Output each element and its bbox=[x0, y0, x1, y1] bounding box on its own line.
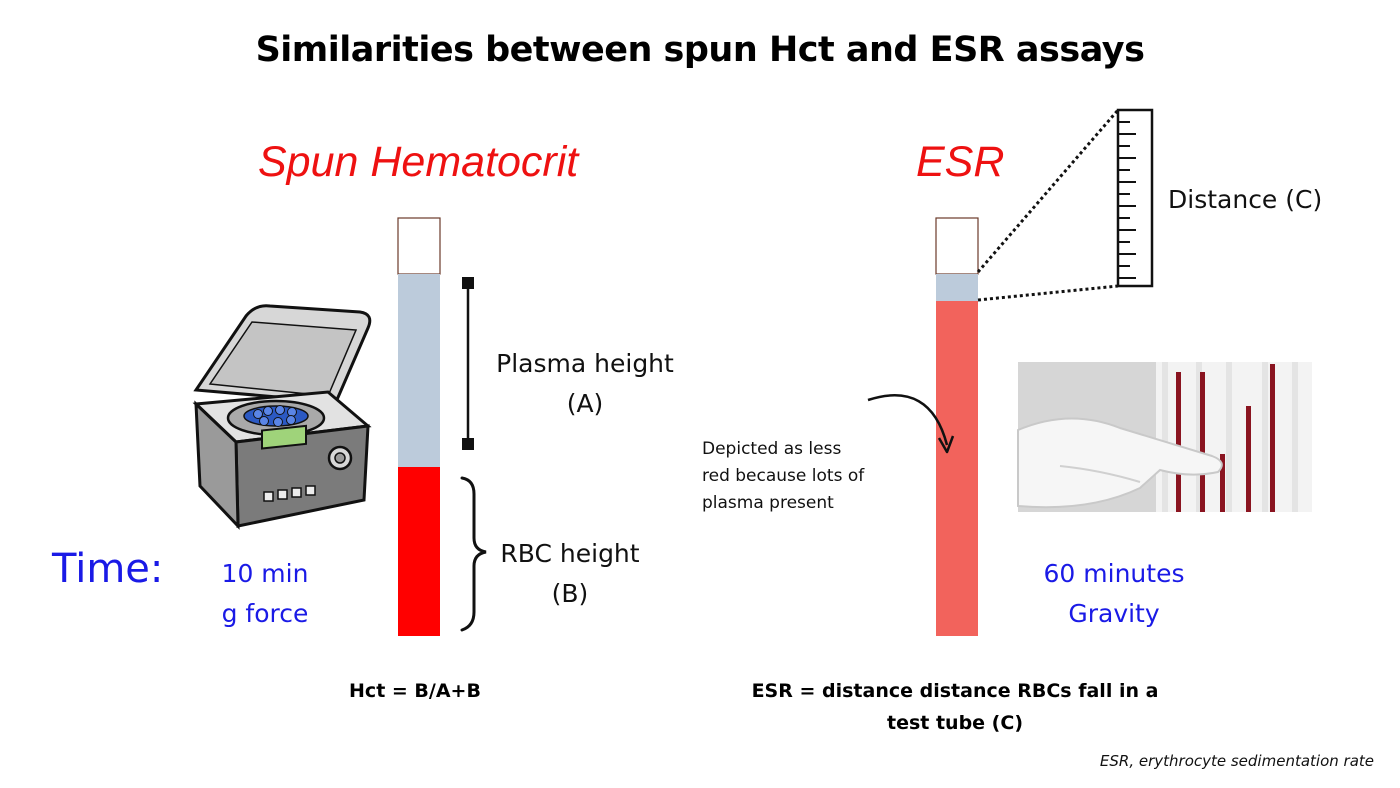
esr-note-line-2: red because lots of bbox=[702, 466, 865, 486]
time-label: Time: bbox=[52, 546, 164, 592]
rbc-height-brace bbox=[460, 476, 487, 632]
hct-heading: Spun Hematocrit bbox=[258, 138, 579, 186]
hct-tube-empty bbox=[397, 217, 441, 275]
hct-time-line-2: g force bbox=[221, 599, 309, 628]
ruler-icon bbox=[1116, 108, 1154, 288]
esr-rbc-column bbox=[936, 301, 978, 636]
plasma-label-line-1: Plasma height bbox=[496, 349, 674, 378]
plasma-label-line-2: (A) bbox=[566, 389, 604, 418]
esr-formula-line-2: test tube (C) bbox=[887, 712, 1023, 734]
zoom-line-bottom bbox=[977, 284, 1119, 302]
esr-time-line-2: Gravity bbox=[1068, 599, 1160, 628]
esr-plasma-column bbox=[936, 274, 978, 301]
esr-note-line-3: plasma present bbox=[702, 493, 834, 513]
hct-formula: Hct = B/A+B bbox=[349, 680, 481, 702]
esr-formula-line-1: ESR = distance distance RBCs fall in a bbox=[751, 680, 1159, 702]
distance-label: Distance (C) bbox=[1168, 185, 1323, 214]
hct-rbc-column bbox=[398, 467, 440, 636]
page-title: Similarities between spun Hct and ESR as… bbox=[255, 30, 1145, 70]
esr-heading: ESR bbox=[916, 138, 1005, 186]
hct-plasma-column bbox=[398, 274, 440, 467]
esr-tube bbox=[935, 217, 979, 636]
centrifuge-icon bbox=[192, 304, 372, 530]
footnote: ESR, erythrocyte sedimentation rate bbox=[1099, 752, 1374, 770]
esr-tube-empty bbox=[935, 217, 979, 275]
hct-time-line-1: 10 min bbox=[221, 559, 309, 588]
hct-tube bbox=[397, 217, 441, 636]
zoom-line-top bbox=[976, 109, 1120, 273]
rbc-label-line-1: RBC height bbox=[500, 539, 640, 568]
esr-time-line-1: 60 minutes bbox=[1043, 559, 1185, 588]
esr-tubes-photo bbox=[1017, 362, 1312, 512]
plasma-height-marker bbox=[462, 277, 474, 450]
note-arrow-icon bbox=[867, 394, 955, 454]
rbc-label-line-2: (B) bbox=[551, 579, 589, 608]
esr-note-line-1: Depicted as less bbox=[702, 439, 842, 459]
